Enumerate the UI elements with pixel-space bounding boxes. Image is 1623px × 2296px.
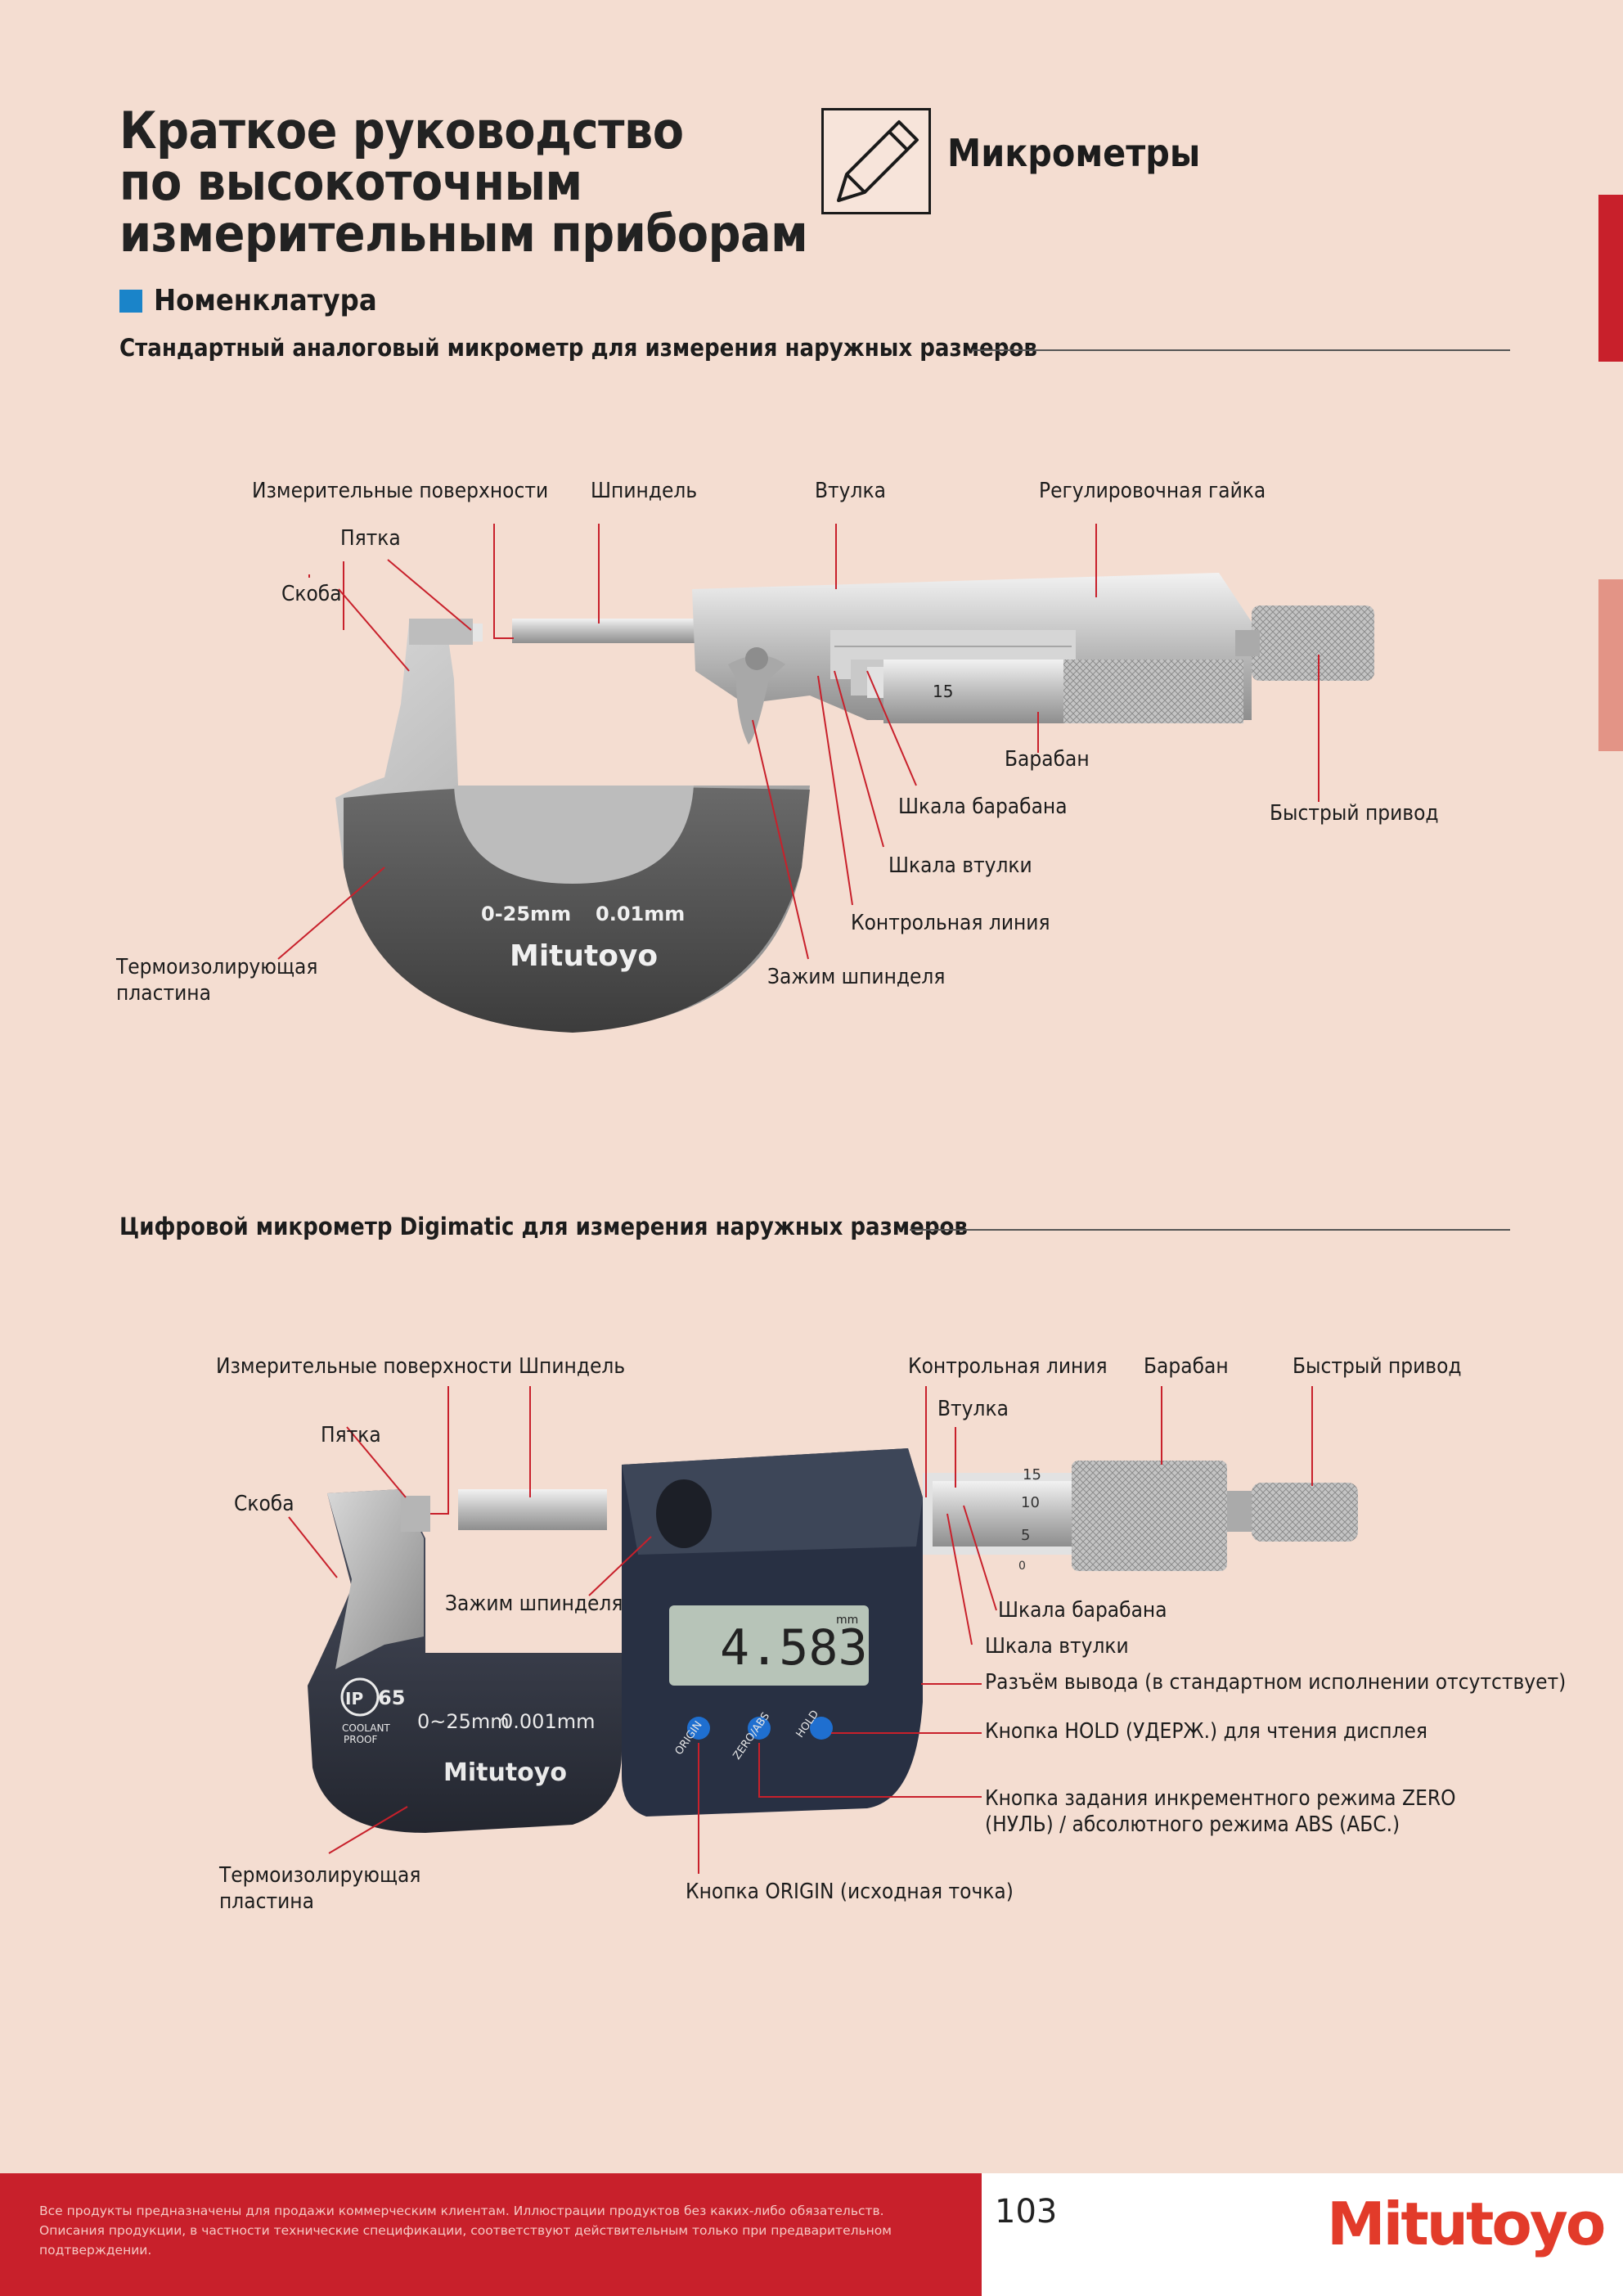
label-anvil: Пятка	[340, 526, 401, 551]
dlabel-thimble-scale: Шкала барабана	[998, 1598, 1167, 1623]
dlabel-ratchet: Быстрый привод	[1293, 1354, 1462, 1379]
nomenclature-label: Номенклатура	[154, 284, 377, 317]
analog-subtitle: Стандартный аналоговый микрометр для изм…	[119, 334, 1037, 362]
chapter-tab-active[interactable]	[1598, 195, 1623, 362]
digital-thimble-mark-0: 0	[1018, 1560, 1026, 1573]
label-sleeve-scale: Шкала втулки	[888, 853, 1032, 878]
label-thimble: Барабан	[1005, 747, 1090, 772]
page-title-line-1: Краткое руководство	[119, 101, 684, 160]
footer-disclaimer: Все продукты предназначены для продажи к…	[39, 2204, 892, 2258]
dlabel-sleeve: Втулка	[937, 1397, 1009, 1421]
digital-thimble-mark-5: 5	[1021, 1527, 1030, 1544]
square-bullet-icon	[119, 289, 142, 313]
dlabel-frame: Скоба	[234, 1492, 294, 1516]
dlabel-insulator-2: пластина	[219, 1889, 314, 1914]
dlabel-spindle: Шпиндель	[519, 1354, 626, 1379]
analog-range-text: 0-25mm	[481, 903, 571, 925]
dlabel-insulator-1: Термоизолирующая	[219, 1863, 421, 1888]
dlabel-reference-line: Контрольная линия	[908, 1354, 1108, 1379]
dlabel-zero-abs-2: (НУЛЬ) / абсолютного режима ABS (АБС.)	[985, 1812, 1400, 1837]
label-insulator-1: Термоизолирующая	[116, 955, 318, 979]
label-measuring-faces: Измерительные поверхности	[252, 479, 549, 503]
chapter-tab[interactable]	[1598, 579, 1623, 751]
dlabel-origin-button: Кнопка ORIGIN (исходная точка)	[686, 1880, 1014, 1904]
digital-brand-text: Mitutoyo	[443, 1758, 567, 1787]
ip-text: IP	[345, 1689, 363, 1708]
digital-subtitle: Цифровой микрометр Digimatic для измерен…	[119, 1213, 968, 1240]
dlabel-sleeve-scale: Шкала втулки	[985, 1634, 1129, 1659]
footer-brand-area	[982, 2173, 1623, 2296]
page-title-line-3: измерительным приборам	[119, 204, 808, 263]
section-title: Микрометры	[947, 131, 1201, 175]
dlabel-zero-abs-1: Кнопка задания инкрементного режима ZERO	[985, 1786, 1456, 1811]
dlabel-measuring-faces: Измерительные поверхности	[216, 1354, 513, 1379]
analog-brand-text: Mitutoyo	[510, 939, 658, 973]
label-adjusting-nut: Регулировочная гайка	[1039, 479, 1266, 503]
digital-display-unit: mm	[836, 1614, 858, 1627]
label-ratchet: Быстрый привод	[1270, 801, 1439, 826]
digital-range-text: 0~25mm	[417, 1710, 510, 1733]
proof-text: PROOF	[344, 1734, 377, 1745]
digital-display-value: 4.583	[720, 1619, 868, 1677]
digital-thimble-mark-10: 10	[1021, 1494, 1040, 1511]
dlabel-hold-button: Кнопка HOLD (УДЕРЖ.) для чтения дисплея	[985, 1719, 1427, 1744]
label-frame: Скоба	[281, 582, 342, 606]
coolant-text: COOLANT	[342, 1722, 390, 1734]
page-title-line-2: по высокоточным	[119, 152, 582, 212]
nomenclature-heading: Номенклатура	[119, 284, 377, 317]
label-thimble-scale: Шкала барабана	[898, 795, 1068, 819]
dlabel-output-connector: Разъём вывода (в стандартном исполнении …	[985, 1670, 1567, 1695]
page-number: 103	[995, 2193, 1058, 2231]
digital-thimble-mark-15: 15	[1023, 1466, 1041, 1483]
pencil-icon	[821, 108, 931, 214]
digital-subtitle-rule	[910, 1229, 1510, 1231]
footer-band	[0, 2173, 982, 2296]
dlabel-thimble: Барабан	[1144, 1354, 1229, 1379]
label-reference-line: Контрольная линия	[851, 911, 1050, 935]
page-title: Краткое руководство по высокоточным изме…	[119, 101, 808, 263]
label-spindle-lock: Зажим шпинделя	[767, 965, 946, 989]
dlabel-anvil: Пятка	[321, 1423, 381, 1447]
label-spindle: Шпиндель	[591, 479, 698, 503]
ip-rating-text: 65	[378, 1686, 405, 1709]
digital-resolution-text: 0.001mm	[501, 1710, 595, 1733]
label-sleeve: Втулка	[815, 479, 886, 503]
brand-logo: Mitutoyo	[1327, 2190, 1606, 2258]
analog-resolution-text: 0.01mm	[596, 903, 685, 925]
analog-thimble-mark: 15	[933, 682, 953, 701]
label-insulator-2: пластина	[116, 981, 211, 1006]
dlabel-spindle-lock: Зажим шпинделя	[445, 1591, 623, 1616]
analog-subtitle-rule	[972, 349, 1510, 351]
